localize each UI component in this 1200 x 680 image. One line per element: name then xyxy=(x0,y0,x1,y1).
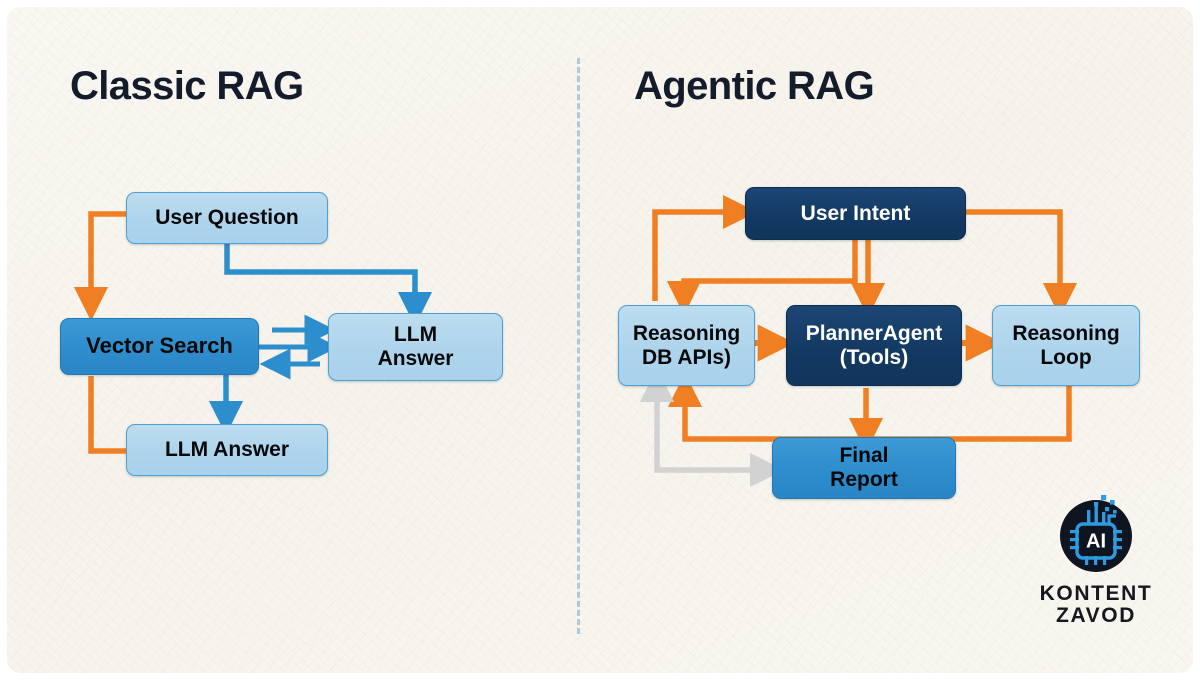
panel-divider xyxy=(577,58,580,634)
node-user-question-label: User Question xyxy=(155,206,299,230)
node-llm-answer-bottom-label: LLM Answer xyxy=(164,438,290,462)
node-reasoning-db-apis-label-line1: Reasoning xyxy=(632,321,741,345)
node-final-report[interactable]: Final Report xyxy=(772,437,956,499)
node-planner-agent-label-line1: PlannerAgent xyxy=(805,321,943,345)
node-vector-search[interactable]: Vector Search xyxy=(60,318,259,375)
edge-reasoningloop-to-reasoningdb xyxy=(667,372,1072,442)
edge-reasoningdb-to-userintent xyxy=(652,194,758,301)
logo-text-line2: ZAVOD xyxy=(1056,604,1136,627)
brand-logo: AI KONTENT ZAVOD xyxy=(1020,494,1172,634)
svg-text:AI: AI xyxy=(1086,531,1106,553)
node-user-intent[interactable]: User Intent xyxy=(745,187,966,240)
edge-userquestion-to-llmanswer xyxy=(224,243,433,327)
node-reasoning-loop-label-line2: Loop xyxy=(1040,345,1092,369)
panel-title-classic-rag: Classic RAG xyxy=(70,64,304,108)
edge-reasoningdb-to-finalreport xyxy=(639,367,785,488)
node-planner-agent-label-line2: (Tools) xyxy=(839,345,909,369)
edge-vectorsearch-orange-loop xyxy=(88,376,126,454)
node-llm-answer-right-label-line1: LLM xyxy=(393,323,438,347)
node-reasoning-db-apis[interactable]: Reasoning DB APIs) xyxy=(618,305,755,386)
edge-userintent-to-reasoningloop xyxy=(966,209,1078,318)
node-user-question[interactable]: User Question xyxy=(126,192,328,244)
node-user-intent-label: User Intent xyxy=(800,201,911,225)
node-vector-search-label: Vector Search xyxy=(86,333,233,359)
node-llm-answer-bottom[interactable]: LLM Answer xyxy=(126,424,328,476)
edge-userquestion-to-vectorsearch xyxy=(73,211,126,322)
ai-chip-icon: AI xyxy=(1060,495,1132,572)
node-reasoning-db-apis-label-line2: DB APIs) xyxy=(641,345,732,369)
node-llm-answer-right[interactable]: LLM Answer xyxy=(328,313,503,381)
panel-title-agentic-rag: Agentic RAG xyxy=(634,64,875,108)
edge-userintent-to-reasoningdb xyxy=(666,240,858,316)
node-reasoning-loop-label-line1: Reasoning xyxy=(1012,321,1120,345)
node-llm-answer-right-label-line2: Answer xyxy=(377,347,454,370)
node-final-report-label-line2: Report xyxy=(830,468,898,491)
node-final-report-label-line1: Final xyxy=(839,444,889,468)
node-reasoning-loop[interactable]: Reasoning Loop xyxy=(992,305,1140,386)
node-planner-agent[interactable]: PlannerAgent (Tools) xyxy=(786,305,962,386)
logo-text-line1: KONTENT xyxy=(1039,582,1153,605)
